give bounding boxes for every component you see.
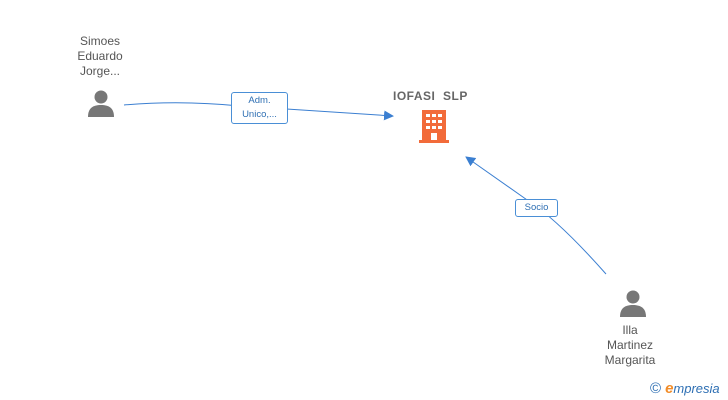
- edge-label-adm-unico[interactable]: Adm. Unico,...: [231, 92, 288, 124]
- copyright-icon: ©: [650, 380, 662, 397]
- building-icon[interactable]: [418, 108, 450, 144]
- person-simoes-label[interactable]: Simoes Eduardo Jorge...: [77, 34, 123, 78]
- company-iofasi-label[interactable]: IOFASI SLP: [393, 89, 468, 103]
- edge-label-socio[interactable]: Socio: [515, 199, 558, 217]
- brand-initial: e: [665, 380, 674, 397]
- brand-name: mpresia: [673, 381, 720, 396]
- person-icon[interactable]: [86, 88, 116, 118]
- person-icon[interactable]: [618, 288, 648, 318]
- empresia-watermark: ©empresia: [650, 380, 720, 397]
- person-illa-label[interactable]: Illa Martinez Margarita: [604, 323, 656, 367]
